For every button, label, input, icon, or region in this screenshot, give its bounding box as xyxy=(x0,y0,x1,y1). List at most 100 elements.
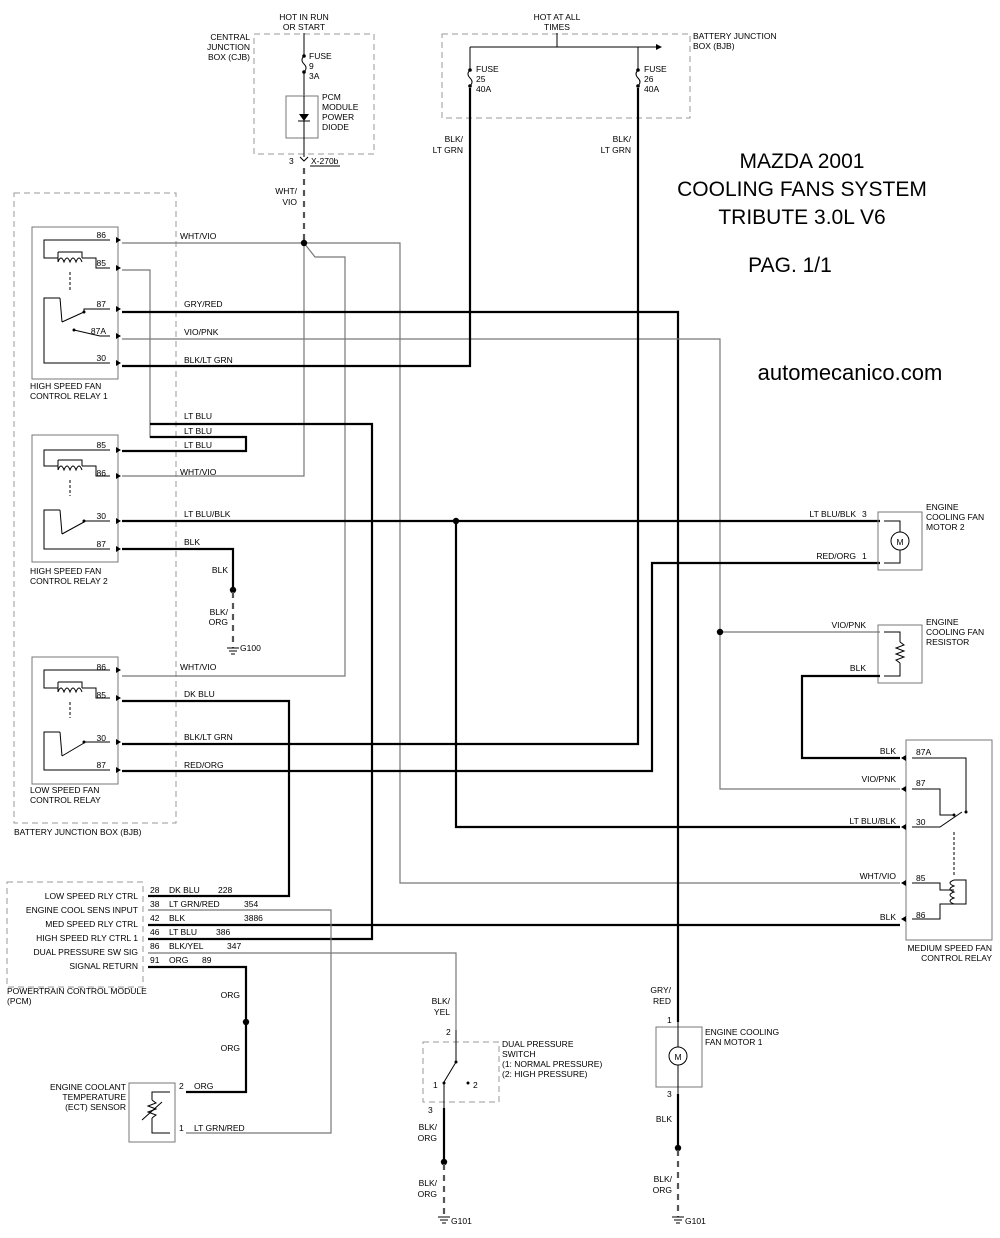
pcm-row-2-label: ENGINE COOL SENS INPUT xyxy=(26,905,138,915)
pcm-row-1-color: DK BLU xyxy=(169,885,200,895)
relay3-wire-whtvio: WHT/VIO xyxy=(180,662,217,672)
relay2-name-1: HIGH SPEED FAN xyxy=(30,566,101,576)
resistor-name-1: ENGINE xyxy=(926,617,959,627)
ect-sensor: ENGINE COOLANT TEMPERATURE (ECT) SENSOR … xyxy=(50,1081,245,1143)
website-label: automecanico.com xyxy=(758,360,943,385)
wire-label-blk-ltgrn-b-1: BLK/ xyxy=(613,134,632,144)
relay1-wire-whtvio: WHT/VIO xyxy=(180,231,217,241)
motor1-pin-bottom: 3 xyxy=(667,1089,672,1099)
cooling-fan-motor-1: M ENGINE COOLING FAN MOTOR 1 GRY/ RED 1 … xyxy=(650,985,779,1099)
relay1-wire-blk-ltgrn: BLK/LT GRN xyxy=(184,355,233,365)
cooling-fan-motor-2: M ENGINE COOLING FAN MOTOR 2 LT BLU/BLK … xyxy=(810,502,984,571)
relay3-pin-87: 87 xyxy=(97,760,107,770)
wire-label-blk-ltgrn-b-2: LT GRN xyxy=(601,145,631,155)
pcm-row-4-color: LT BLU xyxy=(169,927,197,937)
ect-name-1: ENGINE COOLANT xyxy=(50,1082,126,1092)
relay1-pin-87: 87 xyxy=(97,299,107,309)
motor1-wire-top-1: GRY/ xyxy=(650,985,671,995)
medium-relay-wire-blk: BLK xyxy=(880,746,896,756)
hot-in-run-label-2: OR START xyxy=(283,22,325,32)
fuse-26-icon xyxy=(635,69,641,87)
relay2-wire-whtvio: WHT/VIO xyxy=(180,467,217,477)
relay3-name-2: CONTROL RELAY xyxy=(30,795,101,805)
dps-name-3: (1: NORMAL PRESSURE) xyxy=(502,1059,602,1069)
dps-pos-1: 1 xyxy=(433,1080,438,1090)
wire-blk-ltgrn-a xyxy=(122,88,472,368)
motor2-name-1: ENGINE xyxy=(926,502,959,512)
relay2-pin-30: 30 xyxy=(97,511,107,521)
motor2-pin-b: 1 xyxy=(862,551,867,561)
ect-wire-ltgrn-red: LT GRN/RED xyxy=(194,1123,245,1133)
fuse-26-number: 26 xyxy=(644,74,654,84)
motor2-wire-b: RED/ORG xyxy=(816,551,856,561)
high-speed-fan-relay-1: 86 85 87 87A 30 HIGH SPEED FAN CONTROL R… xyxy=(30,226,121,401)
cjb-label-2: JUNCTION xyxy=(207,42,250,52)
pcm-row-1-circuit: 228 xyxy=(218,885,232,895)
wire-ltblu-pcm xyxy=(148,422,374,941)
pcm-row-5-color: BLK/YEL xyxy=(169,941,204,951)
medium-relay-wire-blk-86: BLK xyxy=(880,912,896,922)
fuse-26-label: FUSE xyxy=(644,64,667,74)
power-labels: HOT IN RUN OR START HOT AT ALL TIMES xyxy=(279,12,580,32)
relay3-wire-redorg: RED/ORG xyxy=(184,760,224,770)
diode-icon xyxy=(299,114,309,121)
wire-label-blk-ltgrn-a-2: LT GRN xyxy=(433,145,463,155)
wire-relay3-86 xyxy=(122,242,346,677)
medium-relay-pin-86: 86 xyxy=(916,910,926,920)
pcm-row-3-circuit: 3886 xyxy=(244,913,263,923)
fuse-9-number: 9 xyxy=(309,61,314,71)
ltblu-label-3: LT BLU xyxy=(184,440,212,450)
wire-redorg xyxy=(122,561,880,773)
dps-pos-2: 2 xyxy=(473,1080,478,1090)
pcm-row-4-label: HIGH SPEED RLY CTRL 1 xyxy=(36,933,138,943)
wire-relay2-86 xyxy=(122,243,305,477)
pcm-row-4-circuit: 386 xyxy=(216,927,230,937)
resistor-wire-a: VIO/PNK xyxy=(832,620,867,630)
resistor-wire-b: BLK xyxy=(850,663,866,673)
pcm-name-2: (PCM) xyxy=(7,996,32,1006)
wire-gryred xyxy=(122,310,680,1022)
pcm-row-2-circuit: 354 xyxy=(244,899,258,909)
title-block: MAZDA 2001 COOLING FANS SYSTEM TRIBUTE 3… xyxy=(677,150,942,385)
relay2-pin-87: 87 xyxy=(97,539,107,549)
relay2-wire-ltblu-blk: LT BLU/BLK xyxy=(184,509,231,519)
pcm-diode-module xyxy=(285,95,319,139)
connector-x270b: X-270b xyxy=(311,156,339,166)
relay3-pin-86: 86 xyxy=(97,662,107,672)
dps-pin-top: 2 xyxy=(446,1027,451,1037)
pcm-name-1: POWERTRAIN CONTROL MODULE xyxy=(7,986,147,996)
relay2-pin-85: 85 xyxy=(97,440,107,450)
relay3-pin-85: 85 xyxy=(97,690,107,700)
ect-org-label-1: ORG xyxy=(221,990,240,1000)
ect-pin-1: 1 xyxy=(179,1123,184,1133)
wire-blk-resistor xyxy=(800,674,900,760)
cjb-outline xyxy=(253,33,375,155)
medium-relay-pin-87a: 87A xyxy=(916,747,931,757)
medium-relay-wire-ltblu-blk: LT BLU/BLK xyxy=(850,816,897,826)
relay3-wire-dkblu: DK BLU xyxy=(184,689,215,699)
ect-org-label-2: ORG xyxy=(221,1043,240,1053)
whtvio-label-2: VIO xyxy=(282,197,297,207)
central-junction-box: CENTRAL JUNCTION BOX (CJB) FUSE 9 3A PCM… xyxy=(207,32,375,167)
wire-ltblu-blk-medium xyxy=(454,521,900,829)
cjb-label-3: BOX (CJB) xyxy=(208,52,250,62)
motor1-wire-blk: BLK xyxy=(656,1114,672,1124)
g100-wire-blk: BLK xyxy=(212,565,228,575)
pcm-row-3-label: MED SPEED RLY CTRL xyxy=(45,919,138,929)
resistor-icon xyxy=(894,641,906,664)
pcm-row-4-pin: 46 xyxy=(150,927,160,937)
title-line-3: TRIBUTE 3.0L V6 xyxy=(718,206,885,229)
pcm-row-6-circuit: 89 xyxy=(202,955,212,965)
dual-pressure-switch: BLK/ YEL 2 1 2 3 DUAL PRESSURE SWITCH (1… xyxy=(422,996,602,1115)
motor1-wire-blk-org-1: BLK/ xyxy=(654,1174,673,1184)
medium-relay-name-2: CONTROL RELAY xyxy=(921,953,992,963)
wire-blk-yel xyxy=(148,952,457,1030)
motor2-symbol: M xyxy=(896,537,903,547)
motor1-name-1: ENGINE COOLING xyxy=(705,1027,779,1037)
motor1-ground-g101: G101 xyxy=(685,1216,706,1226)
powertrain-control-module: LOW SPEED RLY CTRL ENGINE COOL SENS INPU… xyxy=(6,881,263,1006)
wire-whtvio-medium xyxy=(304,242,900,884)
relay2-name-2: CONTROL RELAY 2 xyxy=(30,576,108,586)
medium-relay-wire-viopnk: VIO/PNK xyxy=(862,774,897,784)
dps-name-2: SWITCH xyxy=(502,1049,536,1059)
